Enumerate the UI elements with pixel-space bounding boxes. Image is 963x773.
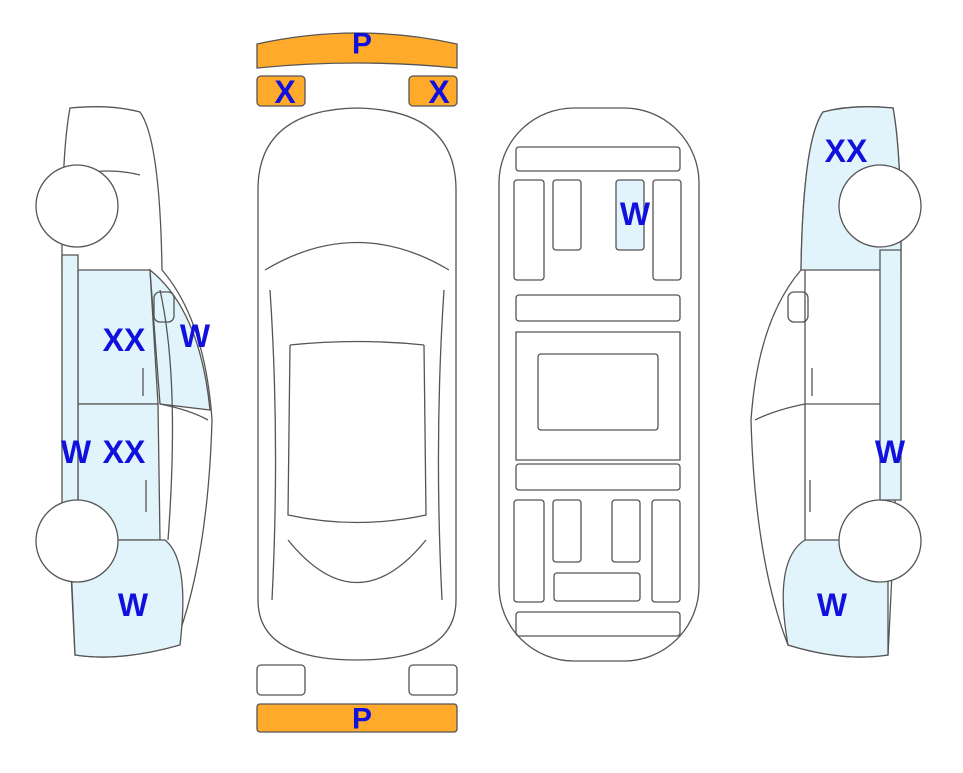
part-rear-bumper[interactable] — [256, 703, 458, 733]
code-right-rear-door: W — [875, 434, 906, 470]
car-underbody-icon — [498, 107, 700, 662]
code-right-rear-fender: W — [817, 587, 848, 623]
panel-left-rocker[interactable] — [61, 254, 79, 541]
code-right-front-fender: XX — [825, 133, 868, 169]
panel-right-pillar[interactable] — [879, 249, 902, 501]
code-roof-rear: W — [620, 196, 651, 232]
code-left-windshield-pillar: W — [180, 318, 211, 354]
part-front-light-right[interactable] — [408, 75, 458, 107]
car-top-view-icon — [256, 32, 458, 733]
code-left-rocker: W — [61, 434, 92, 470]
car-right-side-icon — [750, 106, 922, 658]
code-left-rear-door: XX — [103, 434, 146, 470]
part-front-bumper[interactable] — [256, 32, 458, 69]
code-rear-bumper: P — [352, 703, 372, 736]
part-front-light-left[interactable] — [256, 75, 306, 107]
code-front-bumper: P — [352, 28, 372, 61]
code-left-front-door: XX — [103, 322, 146, 358]
code-left-rear-fender: W — [118, 587, 149, 623]
code-front-light-left: X — [274, 74, 296, 110]
panel-roof-rear[interactable] — [615, 179, 645, 251]
panel-left-windshield-pillar[interactable] — [149, 268, 211, 411]
code-front-light-right: X — [428, 74, 450, 110]
damage-code-labels: P X X P W XX W XX W W XX W W — [61, 28, 906, 736]
car-left-side-icon — [35, 106, 213, 658]
